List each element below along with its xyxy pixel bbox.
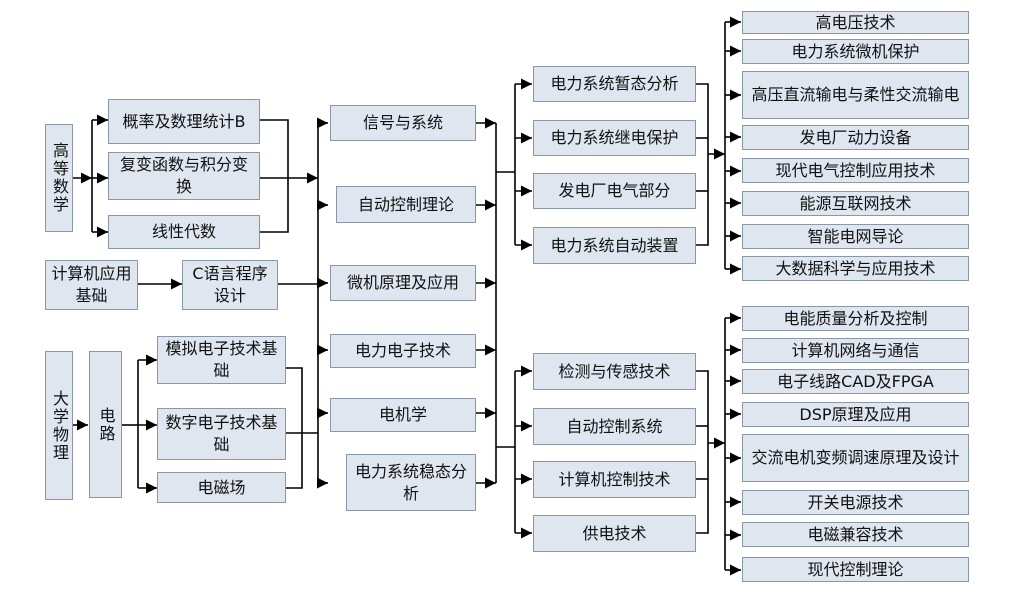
- node-gongdian: 供电技术: [533, 515, 696, 552]
- node-dianjixue: 电机学: [330, 398, 476, 432]
- node-xianxing: 线性代数: [108, 215, 260, 249]
- node-gailv: 概率及数理统计B: [108, 99, 260, 144]
- node-gaodianya: 高电压技术: [742, 11, 969, 34]
- node-fubian: 复变函数与积分变换: [108, 152, 260, 200]
- node-jidian: 电力系统继电保护: [533, 120, 696, 156]
- node-cad-fpga: 电子线路CAD及FPGA: [742, 369, 969, 394]
- node-jiance: 检测与传感技术: [533, 353, 696, 390]
- node-xinhao: 信号与系统: [330, 105, 476, 141]
- node-shuzi: 数字电子技术基础: [157, 408, 286, 460]
- node-bianpin: 交流电机变频调速原理及设计: [742, 434, 969, 482]
- node-c-yuyan: C语言程序设计: [182, 260, 278, 310]
- node-wentai: 电力系统稳态分析: [346, 454, 476, 511]
- node-dianneng: 电能质量分析及控制: [742, 306, 969, 331]
- edge-math-out-bus: [260, 119, 289, 233]
- node-jianrong: 电磁兼容技术: [742, 522, 969, 547]
- node-weiji-baohu: 电力系统微机保护: [742, 39, 969, 64]
- node-zidong-zhuangzhi: 电力系统自动装置: [533, 227, 696, 264]
- node-jisuanji-kongzhi: 计算机控制技术: [533, 461, 696, 498]
- node-gaodeng-shuxue: 高等数学: [45, 124, 73, 232]
- node-dianlu: 电路: [89, 351, 122, 498]
- node-xiandai-dianqi: 现代电气控制应用技术: [742, 158, 969, 183]
- node-diancichang: 电磁场: [157, 472, 286, 503]
- node-xiandai-kongzhi: 现代控制理论: [742, 557, 969, 582]
- node-dongli: 发电厂动力设备: [742, 125, 969, 150]
- node-jisuanji-jichu: 计算机应用基础: [45, 260, 138, 310]
- node-dashuju: 大数据科学与应用技术: [742, 256, 969, 281]
- node-weiji: 微机原理及应用: [330, 265, 476, 301]
- node-fadianchang-dianqi: 发电厂电气部分: [533, 173, 696, 209]
- node-kaiguan: 开关电源技术: [742, 490, 969, 515]
- node-zhiliu: 高压直流输电与柔性交流输电: [742, 71, 969, 119]
- edge-electronics-out-bus: [286, 367, 303, 489]
- node-moni: 模拟电子技术基础: [157, 336, 286, 384]
- node-zhineng: 智能电网导论: [742, 224, 969, 249]
- node-wangluo: 计算机网络与通信: [742, 338, 969, 363]
- edge-lower-out-bus: [696, 370, 709, 534]
- node-dsp: DSP原理及应用: [742, 402, 969, 427]
- node-zantai: 电力系统暂态分析: [533, 66, 696, 102]
- node-zidong-kongzhi-lilun: 自动控制理论: [336, 186, 476, 223]
- node-dianli-dianzi: 电力电子技术: [330, 334, 476, 368]
- node-zidong-kongzhi-xitong: 自动控制系统: [533, 408, 696, 445]
- node-nengyuan: 能源互联网技术: [742, 191, 969, 216]
- edge-upper-out-bus: [696, 83, 709, 246]
- node-daxue-wuli: 大学物理: [45, 351, 73, 500]
